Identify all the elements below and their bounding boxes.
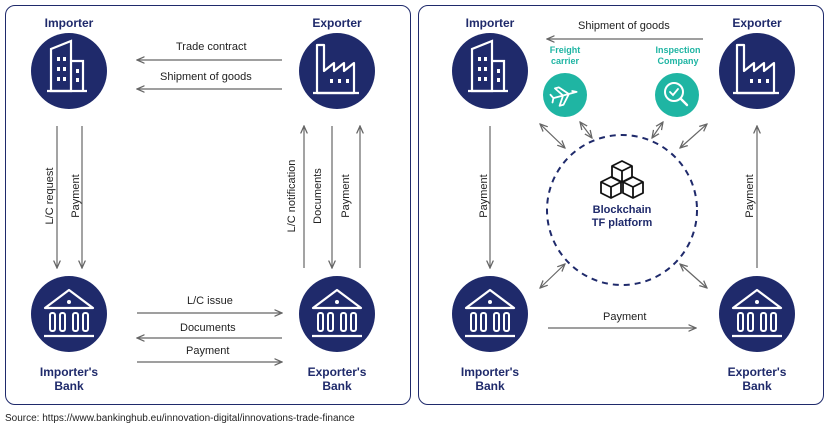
exporter-bank-label: Exporter's Bank [307, 365, 367, 393]
importer-label: Importer [44, 16, 94, 30]
platform-exporter-bank-link [680, 264, 707, 288]
exporter-bank-node [299, 276, 375, 352]
source-caption: Source: https://www.bankinghub.eu/innova… [5, 413, 355, 424]
r-exporter-bank-node [719, 276, 795, 352]
airplane-icon [549, 86, 578, 107]
left-panel [5, 5, 411, 405]
lc-notification-label: L/C notification [286, 159, 298, 233]
shipment-label: Shipment of goods [160, 71, 252, 83]
r-importer-node [452, 33, 528, 109]
documents-vert-label: Documents [312, 168, 324, 224]
importer-node [31, 33, 107, 109]
platform-exporter-link [680, 124, 707, 148]
blockchain-platform-label: Blockchain TF platform [591, 204, 653, 229]
lc-request-label: L/C request [44, 167, 56, 225]
r-importer-bank-label: Importer's Bank [460, 365, 520, 393]
payment-imp-label: Payment [70, 174, 82, 218]
platform-importer-bank-link [540, 264, 565, 288]
cubes-icon [600, 160, 644, 199]
exporter-node [299, 33, 375, 109]
payment-exp-label: Payment [340, 174, 352, 218]
r-payment-imp-label: Payment [478, 174, 490, 218]
r-exporter-bank-label: Exporter's Bank [727, 365, 787, 393]
right-panel [418, 5, 824, 405]
freight-carrier-label: Freight carrier [549, 45, 581, 66]
lc-issue-label: L/C issue [187, 295, 233, 307]
r-payment-banks-label: Payment [603, 311, 647, 323]
documents-label: Documents [180, 322, 236, 334]
importer-bank-node [31, 276, 107, 352]
r-shipment-label: Shipment of goods [578, 20, 670, 32]
exporter-label: Exporter [312, 16, 362, 30]
freight-carrier-node [543, 73, 587, 117]
r-exporter-node [719, 33, 795, 109]
blockchain-platform-circle [546, 134, 698, 286]
platform-inspection-link [652, 122, 663, 138]
trade-contract-label: Trade contract [176, 41, 247, 53]
r-exporter-label: Exporter [732, 16, 782, 30]
magnifier-check-icon [664, 82, 689, 107]
inspection-company-node [655, 73, 699, 117]
inspection-company-label: Inspection Company [655, 45, 701, 66]
r-importer-label: Importer [465, 16, 515, 30]
importer-bank-label: Importer's Bank [39, 365, 99, 393]
platform-importer-link [540, 124, 565, 148]
payment-banks-label: Payment [186, 345, 230, 357]
r-payment-exp-label: Payment [744, 174, 756, 218]
platform-freight-link [580, 122, 592, 138]
r-importer-bank-node [452, 276, 528, 352]
